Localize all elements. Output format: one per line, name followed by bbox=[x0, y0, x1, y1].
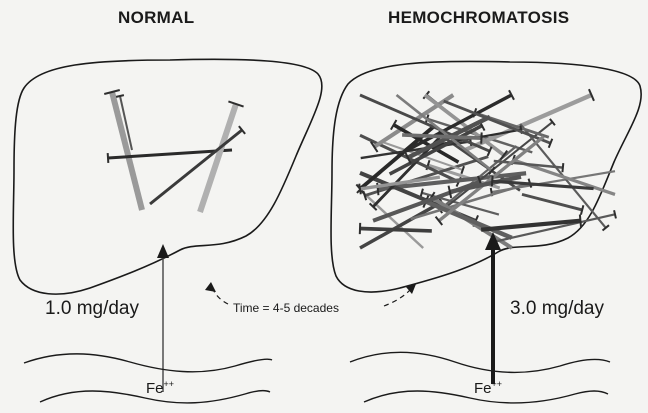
hemochromatosis-ion-charge: ++ bbox=[492, 379, 503, 389]
hemochromatosis-iron-nails bbox=[356, 89, 616, 248]
iron-nail bbox=[360, 229, 432, 231]
iron-nail-head bbox=[492, 176, 493, 186]
iron-nail-head bbox=[116, 95, 124, 97]
iron-nail-head bbox=[614, 210, 616, 218]
time-dashed-arc-right bbox=[384, 290, 410, 306]
normal-liver-outline bbox=[13, 59, 322, 294]
normal-iron-ion-label: Fe++ bbox=[146, 380, 174, 397]
iron-nail bbox=[150, 130, 242, 204]
normal-ion-charge: ++ bbox=[164, 379, 175, 389]
iron-nail-head bbox=[580, 215, 581, 227]
time-arrow-left-head bbox=[205, 282, 216, 292]
iron-nail-head bbox=[562, 163, 563, 172]
iron-nail-head bbox=[421, 189, 423, 197]
iron-nail-head bbox=[108, 153, 109, 163]
hemochromatosis-intestine-wave-1 bbox=[350, 352, 610, 372]
hemochromatosis-title: HEMOCHROMATOSIS bbox=[388, 8, 569, 28]
iron-nail-head bbox=[449, 186, 452, 198]
hemochromatosis-ion-symbol: Fe bbox=[474, 380, 492, 397]
normal-ion-symbol: Fe bbox=[146, 380, 164, 397]
normal-intestine-wave-1 bbox=[24, 354, 272, 372]
time-label: Time = 4-5 decades bbox=[230, 301, 342, 315]
iron-nail-head bbox=[461, 166, 464, 174]
time-dashed-arc-left bbox=[212, 286, 228, 304]
iron-nail bbox=[112, 92, 142, 210]
hemochromatosis-intake-label: 3.0 mg/day bbox=[510, 298, 604, 320]
iron-nail-head bbox=[581, 205, 583, 214]
normal-arrow-head bbox=[157, 244, 169, 258]
normal-title: NORMAL bbox=[118, 8, 194, 28]
normal-intake-label: 1.0 mg/day bbox=[45, 298, 139, 320]
hemochromatosis-iron-ion-label: Fe++ bbox=[474, 380, 502, 397]
iron-nail bbox=[522, 194, 582, 210]
normal-iron-nails bbox=[104, 90, 245, 212]
iron-nail-head bbox=[359, 184, 361, 195]
